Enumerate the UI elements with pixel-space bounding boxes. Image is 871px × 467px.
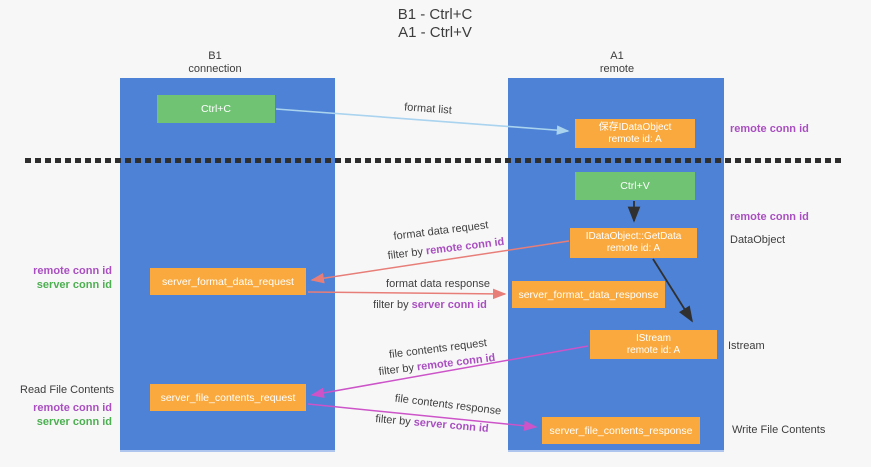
node-server-format-data-request: server_format_data_request: [150, 268, 306, 295]
lifeline-header-b1: B1 connection: [140, 50, 290, 76]
annotation-left-remote-conn-id-top: remote conn id: [33, 265, 112, 277]
node-server-format-data-request-label: server_format_data_request: [162, 275, 294, 288]
annotation-read-file-contents: Read File Contents: [20, 384, 115, 396]
edge-label-format-list: format list: [403, 101, 453, 117]
title-line-1: B1 - Ctrl+C: [397, 6, 473, 23]
lifeline-b1-role: connection: [188, 63, 242, 75]
node-ctrl-c: Ctrl+C: [157, 95, 275, 123]
annotation-dataobject: DataObject: [730, 234, 786, 246]
edge-label-file-contents-response: file contents response: [394, 392, 502, 418]
annotation-remote-conn-id-top: remote conn id: [730, 123, 809, 135]
node-ctrl-v-label: Ctrl+V: [620, 180, 650, 192]
annotation-istream: Istream: [728, 340, 765, 352]
node-save-idataobject-line1: 保存IDataObject: [598, 121, 672, 133]
node-istream-line1: IStream: [635, 332, 671, 344]
annotation-left-server-conn-id-bottom: server conn id: [36, 416, 112, 428]
node-server-file-contents-response-label: server_file_contents_response: [549, 424, 693, 437]
node-server-file-contents-request-label: server_file_contents_request: [160, 391, 296, 404]
node-istream: IStream remote id: A: [590, 330, 717, 359]
title-line-2: A1 - Ctrl+V: [398, 24, 472, 41]
lifeline-a1-role: remote: [599, 63, 635, 75]
annotation-write-file-contents: Write File Contents: [732, 424, 826, 436]
annotation-left-remote-conn-id-bottom: remote conn id: [33, 402, 112, 414]
node-save-idataobject-line2: remote id: A: [608, 133, 662, 145]
filter-by-text: filter by: [373, 299, 412, 311]
node-istream-line2: remote id: A: [626, 344, 681, 356]
node-server-format-data-response-label: server_format_data_response: [518, 288, 659, 301]
server-conn-id-text: server conn id: [411, 299, 487, 311]
node-ctrl-c-label: Ctrl+C: [200, 103, 232, 115]
lifeline-a1-name: A1: [610, 50, 624, 62]
edge-label-format-data-response: format data response: [386, 278, 490, 290]
filter-by-text: filter by: [378, 361, 418, 379]
edge-label-filter-server-2: filter by server conn id: [375, 413, 489, 435]
annotation-left-server-conn-id-top: server conn id: [36, 279, 112, 291]
node-idataobject-getdata-line2: remote id: A: [606, 243, 661, 254]
lifeline-header-a1: A1 remote: [542, 50, 692, 76]
node-server-format-data-response: server_format_data_response: [512, 281, 665, 308]
lifeline-b1-name: B1: [208, 50, 222, 62]
node-ctrl-v: Ctrl+V: [575, 172, 695, 200]
diagram-title: B1 - Ctrl+C A1 - Ctrl+V: [330, 6, 540, 42]
filter-by-text: filter by: [387, 245, 427, 263]
node-save-idataobject: 保存IDataObject remote id: A: [575, 119, 695, 148]
edge-format-data-response: [307, 288, 507, 300]
annotation-remote-conn-id-mid: remote conn id: [730, 211, 809, 223]
edge-label-filter-server-1: filter by server conn id: [373, 299, 487, 311]
server-conn-id-text: server conn id: [413, 416, 490, 435]
filter-by-text: filter by: [374, 413, 415, 429]
node-idataobject-getdata-line1: IDataObject::GetData: [585, 231, 682, 242]
phase-divider-dashed-line: [25, 158, 845, 163]
node-server-file-contents-response: server_file_contents_response: [542, 417, 700, 444]
node-server-file-contents-request: server_file_contents_request: [150, 384, 306, 411]
remote-conn-id-text: remote conn id: [425, 235, 505, 258]
node-idataobject-getdata: IDataObject::GetData remote id: A: [570, 228, 697, 258]
